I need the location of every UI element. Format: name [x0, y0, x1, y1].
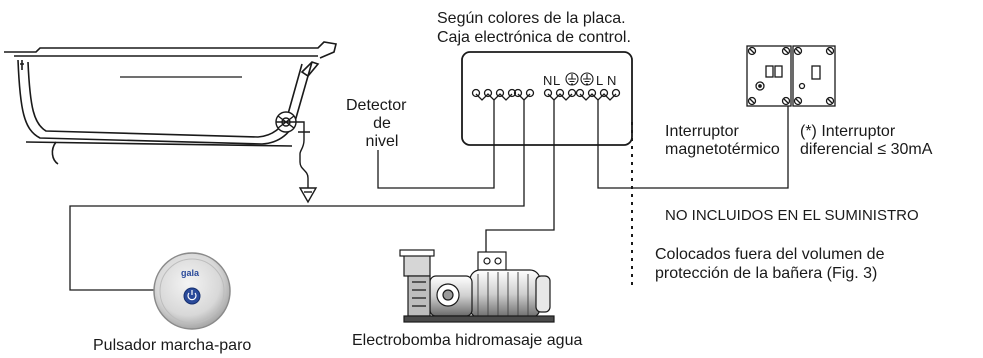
placement-note-line2: protección de la bañera (Fig. 3): [655, 265, 878, 282]
power-icon: [183, 287, 201, 305]
control-box: [461, 51, 633, 146]
not-included-note: NO INCLUIDOS EN EL SUMINISTRO: [665, 207, 919, 224]
wire-level-detector: [377, 100, 495, 189]
control-box-title-line1: Según colores de la placa.: [437, 10, 626, 27]
magnetothermic-label-line1: Interruptor: [665, 123, 739, 140]
differential-switch: [792, 45, 836, 107]
pump-device: [399, 249, 555, 323]
differential-label-line2: diferencial ≤ 30mA: [800, 141, 933, 158]
wire-pump: [485, 100, 555, 252]
level-detector-line2: de: [373, 115, 391, 132]
ground-symbol-icon: [565, 72, 579, 86]
terminal-label-l-left: L: [553, 73, 560, 88]
magnetothermic-switch: [746, 45, 792, 107]
push-button-brand: gala: [181, 268, 200, 278]
jet-fitting: [275, 111, 310, 188]
magnetothermic-label-line2: magnetotérmico: [665, 141, 780, 158]
ground-symbol-icon: [580, 72, 594, 86]
wires: [69, 96, 789, 291]
level-detector-line1: Detector: [346, 97, 407, 114]
placement-note-line1: Colocados fuera del volumen de: [655, 246, 885, 263]
terminal-label-l-right: L: [596, 73, 603, 88]
terminal-label-n-left: N: [543, 73, 552, 88]
push-button-label: Pulsador marcha-paro: [93, 337, 252, 354]
wire-push-button: [69, 100, 525, 291]
wire-supply: [597, 96, 789, 189]
terminal-label-n-right: N: [607, 73, 616, 88]
bathtub: [4, 41, 337, 165]
push-button-device: gala: [153, 252, 231, 330]
level-detector-line3: nivel: [365, 133, 399, 150]
drain-triangle-icon: [298, 187, 318, 204]
pump-label: Electrobomba hidromasaje agua: [352, 332, 583, 349]
differential-label-line1: (*) Interruptor: [800, 123, 896, 140]
control-box-title-line2: Caja electrónica de control.: [437, 29, 631, 46]
